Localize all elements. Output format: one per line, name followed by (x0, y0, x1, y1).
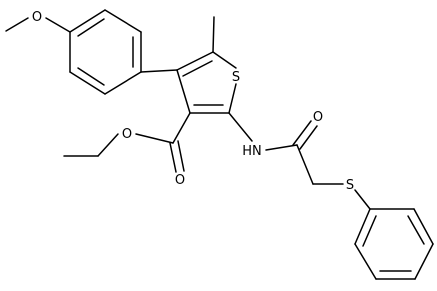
ester-ether-oxygen-label: O (122, 127, 132, 142)
bond-ester-c-o-carbonyl (169, 142, 177, 173)
bond-c5-s (212, 51, 237, 69)
bond-ph-5-inner (407, 215, 425, 245)
bond-c2-n (228, 112, 253, 142)
bond-c4-c5-inner (182, 60, 213, 77)
bond-ph-2 (354, 243, 377, 280)
thiophene-sulfur-label: S (232, 70, 240, 85)
bond-c4-c5 (176, 51, 214, 71)
bond-amide-c-o-2 (299, 125, 318, 150)
bond-ph-1-inner (362, 215, 377, 247)
bond-methyl-o (5, 17, 29, 32)
bond-c5-methyl (212, 16, 215, 53)
bond-layer (5, 9, 434, 280)
bond-aryl-4 (104, 71, 142, 95)
amide-nh-label: HN (242, 144, 262, 159)
amide-carbonyl-oxygen-label: O (313, 110, 323, 125)
bond-o-ethyl (97, 133, 119, 157)
thioether-sulfur-label: S (346, 178, 354, 193)
bond-aryl-5 (69, 71, 106, 95)
bond-ph-4 (414, 243, 434, 280)
methoxy-oxygen-label: O (32, 10, 42, 25)
bond-c3-c4 (176, 69, 191, 114)
bond-aryl-1-inner (77, 18, 105, 37)
bond-ester-c-o-ether (135, 133, 174, 144)
bond-n-amide-c (265, 144, 298, 151)
bond-amide-c-o (292, 120, 312, 146)
bond-ph-5 (413, 208, 434, 245)
bond-c3-ester-c (172, 112, 191, 144)
bond-ph-1 (354, 208, 371, 245)
bond-aryl-2 (104, 9, 142, 33)
bond-aryl-5-inner (77, 67, 105, 86)
bond-aryl-thiophene (140, 69, 178, 73)
bond-ester-c-o-carbonyl-2 (177, 140, 185, 172)
atom-labels: O S O HN O O S (32, 10, 354, 193)
bond-s-c2 (228, 83, 237, 114)
ester-carbonyl-oxygen-label: O (175, 173, 185, 188)
bond-o-aryl (45, 17, 71, 33)
bond-s-phenyl (354, 189, 371, 210)
bond-amide-c-ch2 (296, 144, 314, 185)
bond-aryl-1 (69, 9, 106, 33)
